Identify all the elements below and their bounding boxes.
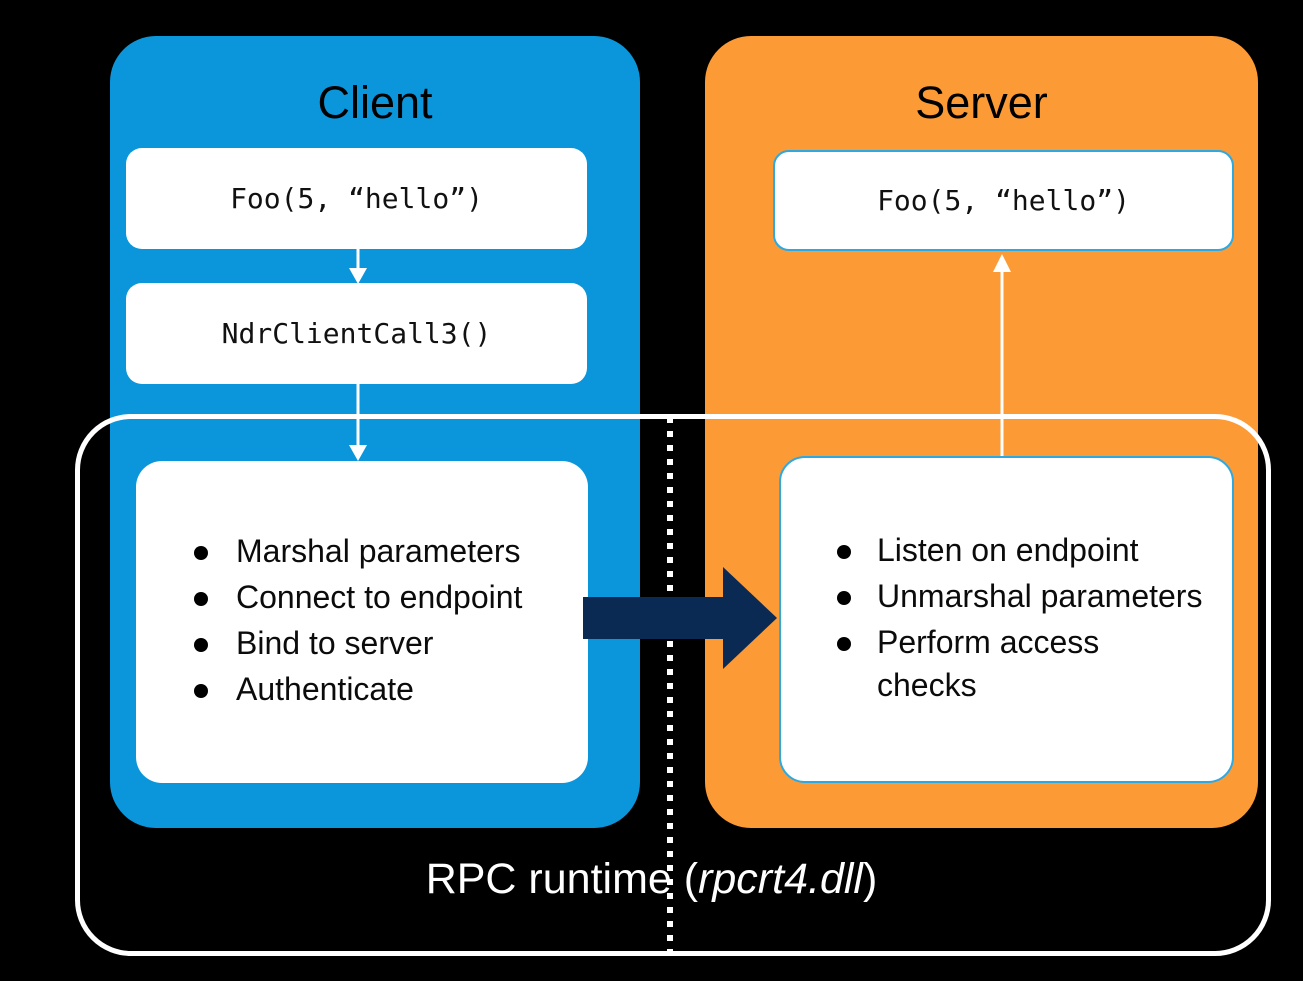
list-item: Perform access checks — [815, 621, 1206, 709]
bullet-dot-icon — [837, 590, 851, 605]
server-step-label: Unmarshal parameters — [877, 577, 1203, 614]
client-ndr-call-text: NdrClientCall3() — [221, 317, 492, 350]
list-item: Bind to server — [170, 622, 562, 666]
client-foo-call-text: Foo(5, “hello”) — [230, 182, 483, 215]
client-step-label: Connect to endpoint — [236, 579, 523, 616]
arrow-right-icon-client-to-server — [583, 567, 777, 669]
bullet-dot-icon — [837, 544, 851, 559]
server-steps-list: Listen on endpoint Unmarshal parameters … — [815, 529, 1206, 710]
rpc-runtime-label-prefix: RPC runtime ( — [425, 855, 699, 903]
server-title: Server — [915, 77, 1048, 128]
list-item: Connect to endpoint — [170, 576, 562, 620]
rpc-runtime-label-suffix: ) — [862, 855, 878, 903]
client-foo-call-box: Foo(5, “hello”) — [126, 148, 587, 249]
process-boundary-divider — [667, 417, 673, 954]
server-step-label: Listen on endpoint — [877, 531, 1139, 568]
client-title: Client — [317, 77, 433, 128]
server-foo-call-box: Foo(5, “hello”) — [773, 150, 1234, 251]
bullet-dot-icon — [837, 636, 851, 651]
server-step-label: Perform access checks — [877, 623, 1100, 704]
server-runtime-steps-box: Listen on endpoint Unmarshal parameters … — [779, 456, 1234, 783]
list-item: Unmarshal parameters — [815, 575, 1206, 619]
arrow-down-icon-client-foo-to-ndr — [349, 248, 367, 284]
client-ndr-call-box: NdrClientCall3() — [126, 283, 587, 384]
rpc-runtime-label-dll: rpcrt4.dll — [698, 855, 863, 903]
arrow-up-icon-server-runtime-to-foo — [993, 254, 1011, 460]
client-step-label: Authenticate — [236, 670, 414, 707]
bullet-dot-icon — [194, 546, 208, 561]
arrow-down-icon-client-ndr-to-runtime — [349, 383, 367, 461]
bullet-dot-icon — [194, 592, 208, 607]
client-step-label: Marshal parameters — [236, 533, 521, 570]
client-steps-list: Marshal parameters Connect to endpoint B… — [170, 530, 562, 713]
rpc-runtime-label: RPC runtime (rpcrt4.dll) — [0, 855, 1303, 904]
list-item: Authenticate — [170, 668, 562, 712]
client-step-label: Bind to server — [236, 625, 434, 661]
bullet-dot-icon — [194, 683, 208, 698]
bullet-dot-icon — [194, 638, 208, 652]
list-item: Marshal parameters — [170, 530, 562, 574]
client-runtime-steps-box: Marshal parameters Connect to endpoint B… — [136, 461, 588, 783]
server-foo-call-text: Foo(5, “hello”) — [877, 184, 1130, 217]
list-item: Listen on endpoint — [815, 529, 1206, 573]
